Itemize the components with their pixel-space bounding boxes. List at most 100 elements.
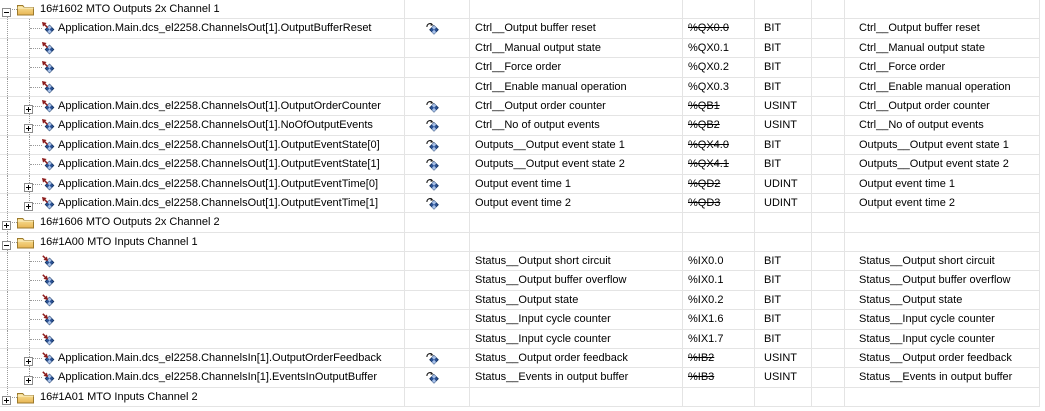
variable-cell[interactable]: Application.Main.dcs_el2258.ChannelsIn[1… — [0, 349, 405, 368]
output-channel-icon — [42, 99, 55, 115]
type-cell: BIT — [755, 155, 812, 174]
mapping-cell — [405, 77, 470, 96]
variable-cell[interactable]: Application.Main.dcs_el2258.ChannelsOut[… — [0, 19, 405, 38]
mapped-variable-icon — [426, 139, 440, 154]
table-row[interactable]: Status__Input cycle counter %IX1.7 BIT S… — [0, 329, 1040, 350]
type-cell: BIT — [755, 290, 812, 310]
variable-cell[interactable] — [0, 271, 405, 290]
table-row[interactable]: Application.Main.dcs_el2258.ChannelsOut[… — [0, 174, 1040, 194]
folder-icon — [17, 216, 34, 231]
channel-cell: Outputs__Output event state 2 — [470, 155, 683, 174]
channel-cell: Ctrl__No of output events — [470, 116, 683, 135]
table-row[interactable]: Status__Input cycle counter %IX1.6 BIT S… — [0, 310, 1040, 330]
variable-name: Application.Main.dcs_el2258.ChannelsOut[… — [58, 177, 378, 190]
description-text: Outputs__Output event state 2 — [859, 158, 1009, 171]
table-row[interactable]: Application.Main.dcs_el2258.ChannelsOut[… — [0, 19, 1040, 39]
expand-toggle[interactable] — [24, 373, 33, 386]
type-cell: BIT — [755, 252, 812, 271]
folder-icon — [17, 236, 34, 251]
variable-name: Application.Main.dcs_el2258.ChannelsOut[… — [58, 138, 380, 151]
variable-cell[interactable]: Application.Main.dcs_el2258.ChannelsOut[… — [0, 155, 405, 174]
table-row[interactable]: Application.Main.dcs_el2258.ChannelsOut[… — [0, 155, 1040, 175]
type-text: BIT — [764, 313, 782, 326]
address-text: %QX0.0 — [688, 22, 729, 35]
table-row[interactable]: 16#1A00 MTO Inputs Channel 1 — [0, 232, 1040, 253]
mapping-cell — [405, 38, 470, 58]
variable-cell[interactable]: Application.Main.dcs_el2258.ChannelsOut[… — [0, 135, 405, 155]
mapped-variable-icon — [426, 158, 440, 173]
table-row[interactable]: 16#1606 MTO Outputs 2x Channel 2 — [0, 213, 1040, 233]
channel-cell: Ctrl__Output buffer reset — [470, 19, 683, 38]
variable-cell[interactable] — [0, 329, 405, 349]
table-row[interactable]: 16#1602 MTO Outputs 2x Channel 1 — [0, 0, 1040, 20]
address-cell: %QB1 — [683, 96, 755, 116]
table-row[interactable]: Application.Main.dcs_el2258.ChannelsOut[… — [0, 96, 1040, 117]
expand-toggle[interactable] — [24, 354, 33, 367]
table-row[interactable]: Ctrl__Enable manual operation %QX0.3 BIT… — [0, 77, 1040, 97]
address-cell: %QX4.1 — [683, 155, 755, 174]
mapping-cell — [405, 387, 470, 407]
description-text: Ctrl__Force order — [859, 61, 946, 74]
type-cell — [755, 387, 812, 407]
default-cell — [812, 19, 845, 38]
variable-cell[interactable] — [0, 58, 405, 77]
table-row[interactable]: 16#1A01 MTO Inputs Channel 2 — [0, 387, 1040, 408]
variable-cell[interactable]: Application.Main.dcs_el2258.ChannelsOut[… — [0, 193, 405, 213]
address-cell: %IX1.6 — [683, 310, 755, 329]
type-text: BIT — [764, 41, 782, 54]
description-text: Ctrl__Manual output state — [859, 41, 985, 54]
description-cell — [845, 387, 1040, 407]
address-text: %QX0.2 — [688, 61, 729, 74]
description-text: Output event time 2 — [859, 196, 955, 209]
variable-cell[interactable]: 16#1602 MTO Outputs 2x Channel 1 — [0, 0, 405, 19]
collapse-toggle[interactable] — [2, 238, 11, 250]
type-cell: USINT — [755, 96, 812, 116]
default-cell — [812, 193, 845, 213]
address-cell: %IX1.7 — [683, 329, 755, 349]
variable-cell[interactable] — [0, 310, 405, 329]
expand-toggle[interactable] — [24, 180, 33, 192]
variable-cell[interactable]: Application.Main.dcs_el2258.ChannelsIn[1… — [0, 368, 405, 387]
expand-toggle[interactable] — [24, 199, 33, 211]
channel-text: Status__Output state — [475, 293, 579, 306]
description-cell: Output event time 1 — [845, 174, 1040, 193]
variable-cell[interactable] — [0, 252, 405, 271]
channel-text: Status__Input cycle counter — [475, 332, 611, 345]
table-row[interactable]: Application.Main.dcs_el2258.ChannelsOut[… — [0, 116, 1040, 136]
expand-toggle[interactable] — [2, 393, 11, 405]
default-cell — [812, 271, 845, 290]
collapse-toggle[interactable] — [2, 5, 11, 17]
variable-cell[interactable] — [0, 77, 405, 96]
variable-cell[interactable]: Application.Main.dcs_el2258.ChannelsOut[… — [0, 174, 405, 193]
expand-toggle[interactable] — [24, 102, 33, 114]
default-cell — [812, 135, 845, 155]
channel-cell: Status__Output state — [470, 290, 683, 310]
table-row[interactable]: Ctrl__Manual output state %QX0.1 BIT Ctr… — [0, 38, 1040, 59]
table-row[interactable]: Ctrl__Force order %QX0.2 BIT Ctrl__Force… — [0, 58, 1040, 78]
table-row[interactable]: Status__Output state %IX0.2 BIT Status__… — [0, 290, 1040, 311]
variable-cell[interactable] — [0, 290, 405, 310]
table-row[interactable]: Application.Main.dcs_el2258.ChannelsOut[… — [0, 193, 1040, 214]
variable-cell[interactable]: 16#1606 MTO Outputs 2x Channel 2 — [0, 213, 405, 232]
description-text: Ctrl__Output buffer reset — [859, 22, 980, 35]
variable-cell[interactable]: Application.Main.dcs_el2258.ChannelsOut[… — [0, 96, 405, 116]
table-row[interactable]: Status__Output short circuit %IX0.0 BIT … — [0, 252, 1040, 272]
variable-cell[interactable] — [0, 38, 405, 58]
type-text: BIT — [764, 158, 782, 171]
variable-cell[interactable]: 16#1A00 MTO Inputs Channel 1 — [0, 232, 405, 252]
address-cell — [683, 0, 755, 19]
address-cell — [683, 232, 755, 252]
channel-cell — [470, 232, 683, 252]
expand-toggle[interactable] — [24, 121, 33, 134]
variable-cell[interactable]: Application.Main.dcs_el2258.ChannelsOut[… — [0, 116, 405, 135]
expand-toggle[interactable] — [2, 218, 11, 231]
table-row[interactable]: Application.Main.dcs_el2258.ChannelsIn[1… — [0, 349, 1040, 369]
type-text: BIT — [764, 274, 782, 287]
channel-text: Status__Input cycle counter — [475, 313, 611, 326]
variable-cell[interactable]: 16#1A01 MTO Inputs Channel 2 — [0, 387, 405, 407]
table-row[interactable]: Application.Main.dcs_el2258.ChannelsIn[1… — [0, 368, 1040, 388]
table-row[interactable]: Status__Output buffer overflow %IX0.1 BI… — [0, 271, 1040, 291]
default-cell — [812, 290, 845, 310]
table-row[interactable]: Application.Main.dcs_el2258.ChannelsOut[… — [0, 135, 1040, 156]
